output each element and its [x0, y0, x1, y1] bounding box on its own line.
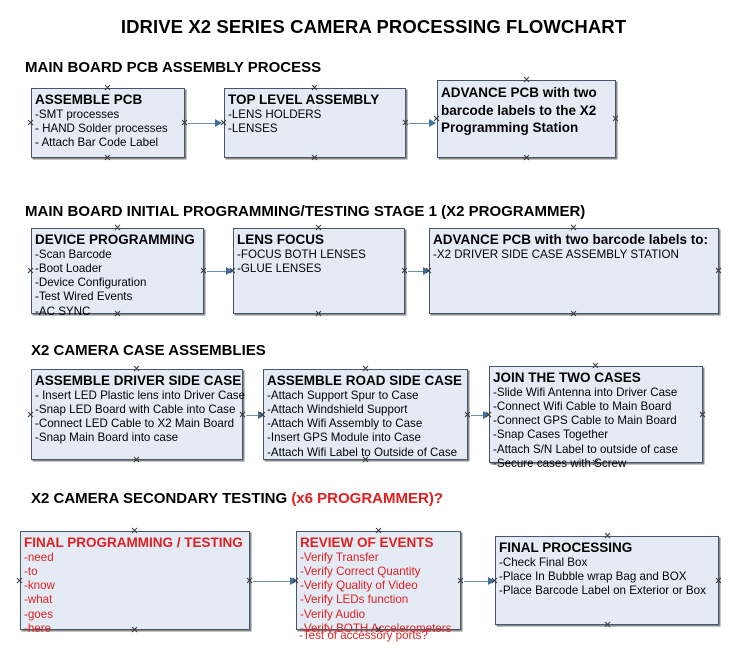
arrow-2: [429, 118, 436, 127]
node-line: -FOCUS BOTH LENSES: [237, 247, 366, 261]
arrow-7: [290, 576, 297, 585]
node-line: -Check Final Box: [499, 555, 588, 569]
node-header: REVIEW OF EVENTS: [300, 535, 434, 550]
arrow-5: [258, 410, 265, 419]
node-line: -Snap LED Board with Cable into Case: [35, 402, 236, 416]
node-line: -Scan Barcode: [35, 247, 112, 261]
node-header: ADVANCE PCB with two barcode labels to:: [433, 232, 709, 247]
node-header: JOIN THE TWO CASES: [493, 370, 641, 385]
connector-4: [408, 271, 426, 272]
section-heading-4-text: X2 CAMERA SECONDARY TESTING: [31, 490, 292, 507]
node-line: -to: [24, 564, 38, 578]
node-line: -Boot Loader: [35, 261, 103, 275]
node-line: -Attach Support Spur to Case: [267, 388, 419, 402]
connector-7: [253, 581, 293, 582]
node-line: -Attach Wifi Assembly to Case: [267, 417, 423, 431]
node-header: LENS FOCUS: [237, 232, 325, 247]
node-device-programming[interactable]: DEVICE PROGRAMMING -Scan Barcode -Boot L…: [31, 228, 204, 318]
node-line: -Connect LED Cable to X2 Main Board: [35, 417, 235, 431]
node-line: -Connect GPS Cable to Main Board: [493, 414, 677, 428]
arrow-6: [483, 410, 490, 419]
node-header: ASSEMBLE DRIVER SIDE CASE: [35, 373, 242, 388]
node-line: -know: [24, 579, 55, 593]
node-line: -Device Configuration: [35, 276, 147, 290]
node-join-the-two-cases[interactable]: JOIN THE TWO CASES -Slide Wifi Antenna i…: [489, 366, 703, 470]
node-line: -Place In Bubble wrap Bag and BOX: [499, 569, 687, 583]
connector-2: [409, 123, 431, 124]
node-line: -GLUE LENSES: [237, 261, 322, 275]
node-overflow-line: -Test of accessory ports?: [299, 629, 428, 642]
arrow-1: [215, 118, 222, 127]
connector-5: [246, 415, 260, 416]
node-line: -Verify Transfer: [300, 550, 379, 564]
node-header: DEVICE PROGRAMMING: [35, 232, 195, 247]
node-header: ASSEMBLE PCB: [35, 92, 143, 107]
node-final-processing[interactable]: FINAL PROCESSING -Check Final Box -Place…: [495, 536, 719, 625]
node-line: -Attach S/N Label to outside of case: [493, 442, 678, 456]
section-heading-2: MAIN BOARD INITIAL PROGRAMMING/TESTING S…: [25, 203, 586, 220]
node-line: -Insert GPS Module into Case: [267, 431, 422, 445]
node-assemble-driver-side-case[interactable]: ASSEMBLE DRIVER SIDE CASE - Insert LED P…: [31, 369, 246, 460]
section-heading-4-accent: (x6 PROGRAMMER)?: [291, 490, 443, 507]
node-line: -Verify LEDs function: [300, 593, 409, 607]
node-line: -Verify Quality of Video: [300, 579, 418, 593]
node-line: -Connect Wifi Cable to Main Board: [493, 399, 672, 413]
node-header: TOP LEVEL ASSEMBLY: [228, 92, 380, 107]
node-line: -Verify Correct Quantity: [300, 564, 421, 578]
node-line: -Verify Audio: [300, 607, 366, 621]
node-line: -AC SYNC: [35, 304, 91, 318]
node-top-level-assembly[interactable]: TOP LEVEL ASSEMBLY -LENS HOLDERS -LENSES: [224, 88, 406, 158]
node-line: -goes: [24, 607, 54, 621]
node-header: FINAL PROGRAMMING / TESTING: [24, 535, 243, 550]
node-lens-focus[interactable]: LENS FOCUS -FOCUS BOTH LENSES -GLUE LENS…: [233, 228, 405, 314]
node-line: -Snap Main Board into case: [35, 431, 179, 445]
node-line: -here: [24, 621, 52, 635]
section-heading-4: X2 CAMERA SECONDARY TESTING (x6 PROGRAMM…: [31, 490, 443, 507]
node-line: -need: [24, 550, 54, 564]
node-line: -SMT processes: [35, 107, 120, 121]
node-line: -LENS HOLDERS: [228, 107, 322, 121]
connector-1: [188, 123, 218, 124]
node-line: -Verify BOTH Accelerometers: [300, 621, 452, 635]
section-heading-3: X2 CAMERA CASE ASSEMBLIES: [31, 342, 266, 359]
node-line: -Slide Wifi Antenna into Driver Case: [493, 385, 678, 399]
arrow-3: [226, 266, 233, 275]
node-line: - Insert LED Plastic lens into Driver Ca…: [35, 388, 246, 402]
node-header: FINAL PROCESSING: [499, 540, 633, 555]
node-header: ASSEMBLE ROAD SIDE CASE: [267, 373, 463, 388]
node-line: -Attach Windshield Support: [267, 402, 408, 416]
node-line: -Attach Wifi Label to Outside of Case: [267, 445, 458, 459]
connector-6: [471, 415, 485, 416]
node-line: -Test Wired Events: [35, 290, 133, 304]
arrow-4: [423, 266, 430, 275]
connector-3: [207, 271, 229, 272]
connector-8: [464, 581, 490, 582]
node-line: - HAND Solder processes: [35, 121, 168, 135]
page-title: IDRIVE X2 SERIES CAMERA PROCESSING FLOWC…: [120, 16, 627, 37]
section-heading-1: MAIN BOARD PCB ASSEMBLY PROCESS: [25, 59, 322, 76]
node-line: - Attach Bar Code Label: [35, 136, 159, 150]
node-assemble-pcb[interactable]: ASSEMBLE PCB -SMT processes - HAND Solde…: [31, 88, 185, 158]
node-final-programming-testing[interactable]: FINAL PROGRAMMING / TESTING -need -to -k…: [20, 531, 250, 635]
node-line: -Secure cases with Screw: [493, 456, 627, 470]
node-advance-pcb-1[interactable]: ADVANCE PCB with two barcode labels to t…: [437, 80, 616, 158]
node-line: -what: [24, 593, 53, 607]
node-line: -Place Barcode Label on Exterior or Box: [499, 584, 706, 598]
node-line: -X2 DRIVER SIDE CASE ASSEMBLY STATION: [433, 247, 679, 261]
node-advance-pcb-2[interactable]: ADVANCE PCB with two barcode labels to: …: [429, 228, 719, 314]
arrow-8: [488, 576, 495, 585]
node-header: ADVANCE PCB with two barcode labels to t…: [441, 85, 597, 135]
node-line: -LENSES: [228, 121, 278, 135]
node-assemble-road-side-case[interactable]: ASSEMBLE ROAD SIDE CASE -Attach Support …: [263, 369, 468, 460]
node-review-of-events[interactable]: REVIEW OF EVENTS -Verify Transfer -Verif…: [296, 531, 461, 635]
node-line: -Snap Cases Together: [493, 428, 609, 442]
